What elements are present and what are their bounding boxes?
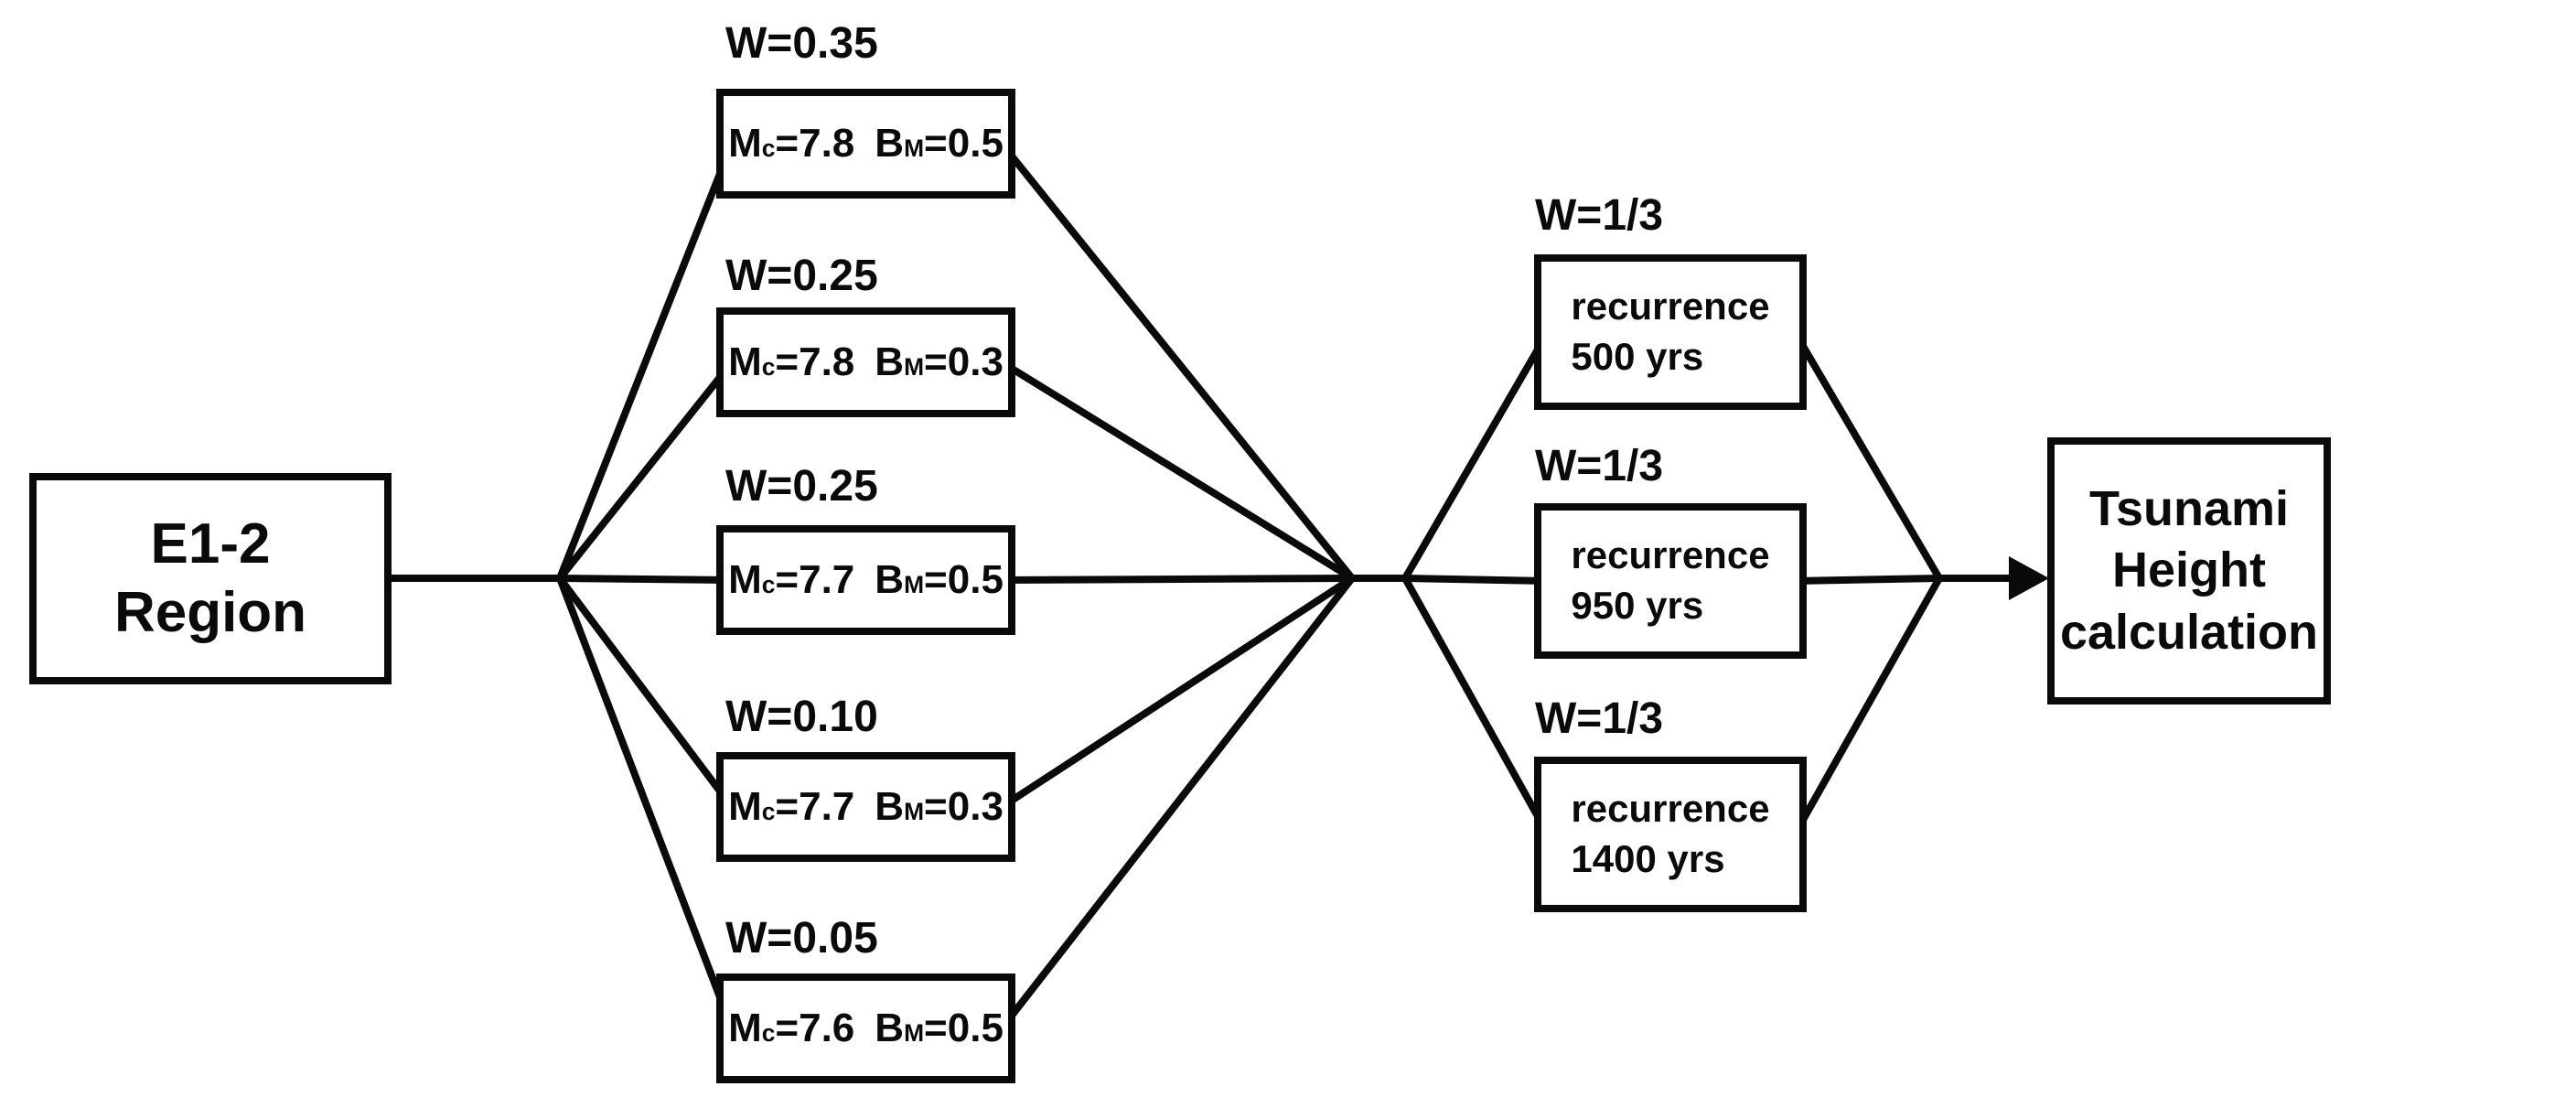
recurrence-branch-box-2: recurrence 950 yrs [1534,503,1807,659]
weight-label-recurrence-3: W=1/3 [1535,694,1664,743]
weight-label-recurrence-1: W=1/3 [1535,191,1664,240]
weight-label-magnitude-4: W=0.10 [725,693,878,741]
recurrence-branch-box-1: recurrence 500 yrs [1534,254,1807,410]
arrowhead-icon [2009,556,2049,600]
source-region-label: E1-2 Region [113,512,307,644]
recurrence-branch-label-3: recurrence 1400 yrs [1571,787,1770,880]
output-calculation-box: Tsunami Height calculation [2047,437,2331,705]
weight-label-magnitude-1: W=0.35 [725,19,878,68]
source-region-box: E1-2 Region [29,473,392,684]
weight-label-magnitude-3: W=0.25 [725,462,878,511]
recurrence-branch-box-3: recurrence 1400 yrs [1534,757,1807,912]
weight-label-magnitude-5: W=0.05 [725,914,878,963]
recurrence-branch-label-1: recurrence 500 yrs [1571,285,1770,378]
output-calculation-label: Tsunami Height calculation [2059,480,2319,660]
recurrence-branch-label-2: recurrence 950 yrs [1571,533,1770,627]
weight-label-recurrence-2: W=1/3 [1535,442,1664,490]
weight-label-magnitude-2: W=0.25 [725,252,878,300]
